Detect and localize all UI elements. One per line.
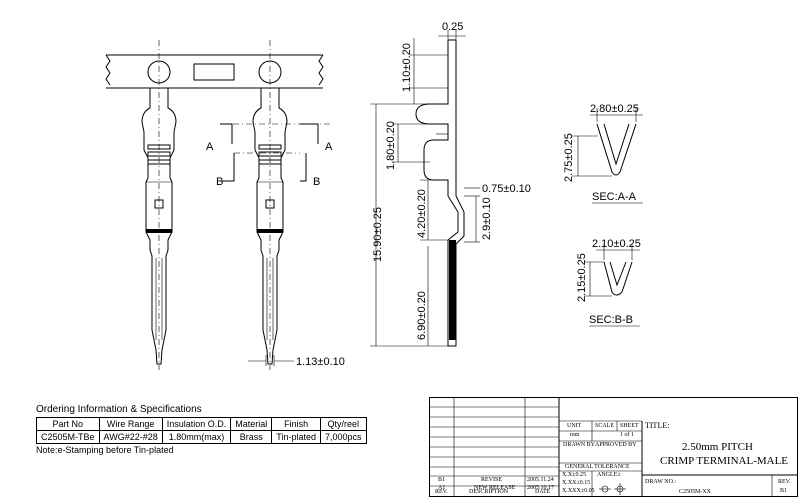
sec-bb-height: 2.15±0.25 [576,253,588,302]
label-general-tolerance: GENERAL TOLERANCE [565,464,630,470]
tol-3: X.XXX±0.05 [562,488,595,494]
carrier-strip [105,40,324,370]
terminal-left [141,88,177,365]
dim-1-10: 1.10±0.20 [401,43,413,92]
dim-2-9: 2.9±0.10 [481,197,493,240]
rev-row-1-rev: B1 [438,477,446,483]
rev-value: B1 [780,488,788,494]
desc-col-header: DESCRIPTION [469,489,509,495]
rev-row-2-date: 2005.10.17 [527,485,554,491]
section-label-a-left: A [206,141,214,153]
ordering-info: Ordering Information & Specifications Pa… [36,404,408,455]
sec-aa-height: 2.75±0.25 [563,133,575,182]
sec-aa-width: 2.80±0.25 [590,103,639,115]
dim-15-90: 15.90±0.25 [372,207,384,262]
rev-row-2-desc: NEW RELEASE [474,485,516,491]
date-col-header: DATE [535,489,551,495]
rev-label: REV. [778,479,791,485]
section-label-b-right: B [313,176,320,188]
header-wire-range: Wire Range [98,417,163,431]
drawing-title-line-1: 2.50mm PITCH [682,441,753,453]
value-unit: mm [570,432,580,438]
dim-1-13: 1.13±0.10 [296,356,345,368]
ordering-title: Ordering Information & Specifications [36,404,202,415]
dim-width-pin: 1.13±0.10 [248,355,345,368]
header-insulation: Insulation O.D. [161,417,232,431]
sec-aa-caption: SEC:A-A [592,191,637,203]
header-finish: Finish [271,417,321,431]
tol-2: X.XX±0.15 [562,480,591,486]
dim-0-25: 0.25 [442,21,463,33]
dim-1-80: 1.80±0.20 [385,121,397,170]
ordering-data-row: C2505M-TBe AWG#22-#28 1.80mm(max) Brass … [36,430,367,444]
rev-row-1-desc: REVISE [481,477,502,483]
dim-4-20: 4.20±0.20 [416,189,428,238]
side-view [415,39,465,347]
label-approved-by: APPROVED BY [595,442,637,448]
cell-part-no: C2505M-TBe [36,430,100,444]
ordering-note: Note:e-Stamping before Tin-plated [36,445,174,455]
cell-material: Brass [230,430,273,444]
ordering-table: Part No Wire Range Insulation O.D. Mater… [36,417,367,444]
drawing-title-line-2: CRIMP TERMINAL-MALE [660,455,789,467]
rev-row-2-rev: A1 [438,485,446,491]
rev-row-1-date: 2005.11.24 [527,477,554,483]
side-dims: 0.25 1.10±0.20 1.80±0.20 15.90±0.25 4.20… [370,21,531,347]
tol-1: X.X±0.25 [562,472,586,478]
label-scale: SCALE [595,423,615,429]
section-markers: A A B B [206,123,333,188]
draw-no-label: DRAW NO.: [645,479,677,485]
cell-wire-range: AWG#22-#28 [98,430,163,444]
cell-finish: Tin-plated [271,430,321,444]
rev-col-header: REV. [435,489,448,495]
header-qty: Qty/reel [319,417,367,431]
section-label-a-right: A [325,141,333,153]
dim-6-90: 6.90±0.20 [416,291,428,340]
terminal-right [252,88,288,365]
ordering-header-row: Part No Wire Range Insulation O.D. Mater… [36,417,367,431]
sec-bb-caption: SEC:B-B [589,314,633,326]
sec-bb-width: 2.10±0.25 [592,238,641,250]
label-unit: UNIT [567,423,582,429]
section-aa: 2.80±0.25 2.75±0.25 SEC:A-A [563,103,643,204]
cell-qty: 7,000pcs [319,430,367,444]
section-label-b-left: B [216,176,223,188]
cell-insulation: 1.80mm(max) [161,430,232,444]
draw-no-value: C2505M-XX [679,489,712,495]
section-bb: 2.10±0.25 2.15±0.25 SEC:B-B [576,238,641,327]
dim-0-75: 0.75±0.10 [482,183,531,195]
header-part-no: Part No [36,417,100,431]
label-sheet: SHEET [620,423,639,429]
header-material: Material [230,417,273,431]
tol-angle: ANGLE± [597,472,621,478]
title-block: UNIT SCALE SHEET mm 1 of 1 DRAWN BY APPR… [429,397,798,497]
title-label: TITLE: [645,421,670,430]
label-drawn-by: DRAWN BY [563,442,596,448]
value-sheet: 1 of 1 [620,432,634,438]
